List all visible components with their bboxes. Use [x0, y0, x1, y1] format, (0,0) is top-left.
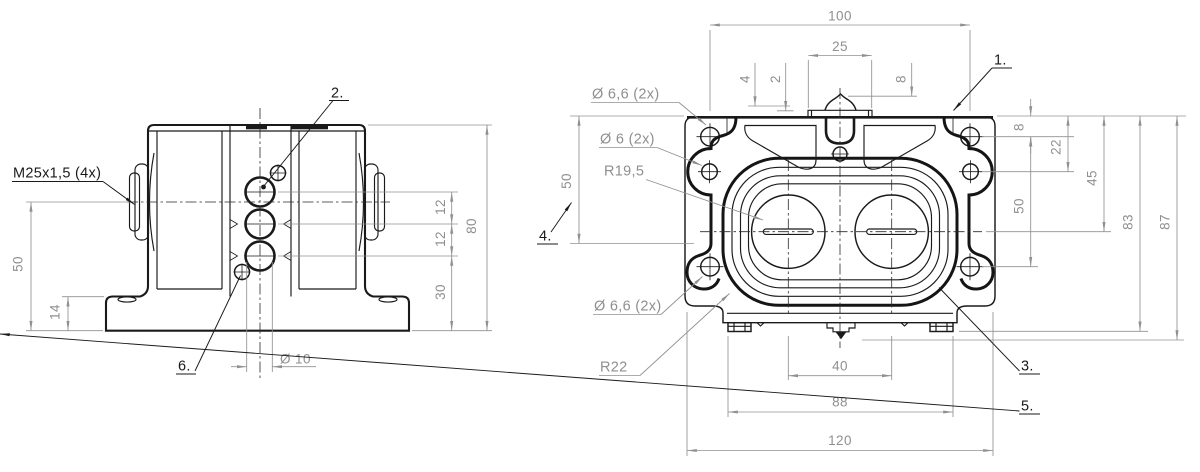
callout-1: 1.: [994, 53, 1007, 69]
front-view: 100 25 4 2 8 50 8 22 45 50 83 87 40: [0, 9, 1186, 456]
side-view-dimensions: 50 14 80 12 12 30 Ø 10: [11, 124, 492, 372]
pilot-holes: [233, 164, 287, 281]
callout-3: 3.: [1021, 359, 1034, 375]
dim-left-50: 50: [559, 173, 574, 189]
dim-right-22: 22: [1049, 139, 1064, 155]
dim-right-87: 87: [1158, 214, 1173, 230]
top-pockets: [744, 124, 936, 170]
callout-2: 2.: [331, 86, 344, 102]
label-hole-6: Ø 6 (2x): [600, 132, 655, 148]
callout-6: 6.: [178, 359, 191, 375]
housing-inner-lines: [148, 125, 365, 297]
label-hole-66-top: Ø 6,6 (2x): [592, 87, 659, 103]
side-view-body-outline: [104, 123, 411, 332]
callout-2-dot: [261, 184, 266, 190]
dim-base-thickness: 14: [48, 304, 63, 320]
dim-step-4: 4: [738, 75, 753, 83]
side-view: 50 14 80 12 12 30 Ø 10 M25x1,5 (4x) 2. 6…: [11, 86, 492, 380]
gasket-face-contour: [685, 116, 995, 291]
dim-port-height: 30: [433, 284, 448, 300]
dim-tab-width-25: 25: [832, 39, 848, 54]
latch-tip: [835, 331, 847, 340]
dim-gland-height: 50: [11, 256, 26, 272]
label-thread: M25x1,5 (4x): [13, 166, 101, 182]
dim-overall-height: 80: [464, 218, 479, 234]
callout-4: 4.: [539, 229, 552, 245]
seal-triangle-marks: [229, 219, 292, 261]
front-view-flange-outline: [684, 116, 996, 324]
label-hole-66-bottom: Ø 6,6 (2x): [594, 299, 661, 315]
mounting-feet: [727, 321, 954, 333]
label-radius-19-5: R19,5: [604, 164, 644, 180]
front-view-centerlines: [700, 88, 982, 348]
base-hole-ellipses: [117, 296, 398, 303]
dim-port-pitch-lower: 12: [433, 231, 448, 247]
front-view-callouts: 1. 3. 5. 4.: [0, 53, 1040, 415]
front-view-labels: Ø 6,6 (2x) Ø 6 (2x) R19,5 Ø 6,6 (2x) R22: [591, 87, 764, 376]
label-radius-22: R22: [600, 360, 628, 376]
dim-overall-width-120: 120: [828, 433, 852, 448]
dim-step-2: 2: [768, 75, 783, 83]
dim-shaft-spacing-40: 40: [832, 359, 848, 374]
dim-port-diameter: Ø 10: [280, 352, 311, 367]
callout-5: 5.: [1021, 399, 1034, 415]
front-view-dimensions: 100 25 4 2 8 50 8 22 45 50 83 87 40: [559, 9, 1186, 456]
dim-right-8: 8: [1012, 123, 1027, 131]
dim-hole-spacing-100: 100: [828, 9, 852, 24]
side-view-callouts: M25x1,5 (4x) 2. 6.: [12, 86, 349, 375]
dim-port-pitch-upper: 12: [433, 199, 448, 215]
dim-right-45: 45: [1085, 170, 1100, 186]
dim-dome-8: 8: [894, 75, 909, 83]
dim-right-83: 83: [1121, 214, 1136, 230]
side-small-holes: [698, 160, 982, 184]
corner-mounting-holes: [696, 123, 984, 281]
bottom-center-latch: [826, 322, 856, 340]
dim-feet-span-88: 88: [832, 395, 848, 410]
top-seal-marks: [246, 124, 328, 130]
dim-right-50: 50: [1012, 198, 1027, 214]
side-view-centerlines: [127, 108, 390, 380]
